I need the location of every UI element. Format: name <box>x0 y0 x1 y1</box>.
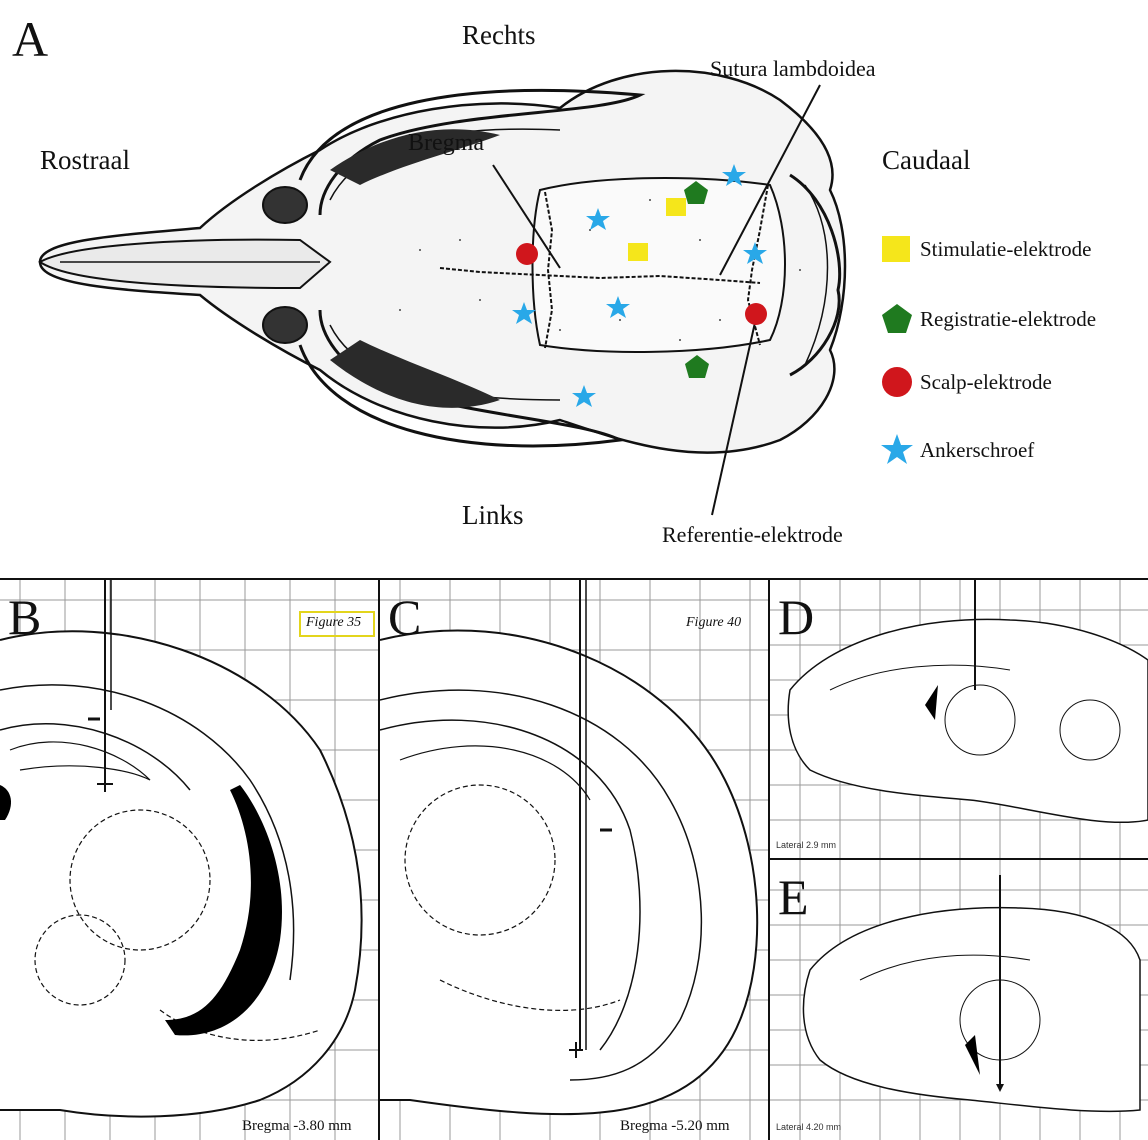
circle-icon <box>880 365 914 399</box>
sagittal-atlas-section-d <box>770 580 1148 858</box>
pentagon-icon <box>880 302 914 336</box>
panel-a: A Rechts Rostraal Caudaal Links Bregma S… <box>0 0 1148 580</box>
brain-outline <box>0 631 362 1116</box>
legend-item-scalp: Scalp-elektrode <box>880 362 1052 402</box>
panel-e: E Lateral 4.20 mm <box>770 860 1148 1140</box>
figure-number: Figure 35 <box>306 615 361 631</box>
sagittal-atlas-section-e <box>770 860 1148 1140</box>
bregma-caption: Bregma -5.20 mm <box>620 1118 730 1135</box>
panel-d-letter: D <box>778 592 814 642</box>
skull-illustration <box>0 0 1148 578</box>
legend-label: Scalp-elektrode <box>920 370 1052 395</box>
brain-outline <box>803 908 1140 1112</box>
legend-item-anchor: Ankerschroef <box>880 430 1034 470</box>
scalp-electrode-marker <box>516 243 538 265</box>
coronal-atlas-section-c <box>380 580 768 1140</box>
label-links: Links <box>462 500 524 531</box>
label-caudaal: Caudaal <box>882 145 970 176</box>
lateral-caption: Lateral 2.9 mm <box>776 840 836 850</box>
panel-b: B Figure 35 Bregma -3.80 mm <box>0 580 380 1140</box>
star-icon <box>880 433 914 467</box>
label-rechts: Rechts <box>462 20 536 51</box>
legend-label: Ankerschroef <box>920 438 1034 463</box>
scalp-electrode-marker <box>745 303 767 325</box>
label-rostraal: Rostraal <box>40 145 130 176</box>
legend-item-registration: Registratie-elektrode <box>880 299 1096 339</box>
label-bregma: Bregma <box>408 130 484 157</box>
figure-number: Figure 40 <box>686 615 741 631</box>
square-icon <box>880 232 914 266</box>
panel-e-letter: E <box>778 872 809 922</box>
coronal-atlas-section-b <box>0 580 378 1140</box>
legend-item-stimulation: Stimulatie-elektrode <box>880 229 1091 269</box>
cranial-vault <box>533 178 786 352</box>
legend-label: Stimulatie-elektrode <box>920 237 1091 262</box>
panel-c-letter: C <box>388 592 421 642</box>
legend-label: Registratie-elektrode <box>920 307 1096 332</box>
panel-a-letter: A <box>12 14 48 64</box>
label-sutura-lambdoidea: Sutura lambdoidea <box>710 56 876 82</box>
brain-outline <box>788 619 1148 822</box>
lateral-caption: Lateral 4.20 mm <box>776 1122 841 1132</box>
brain-outline <box>380 630 757 1114</box>
stimulation-electrode-marker <box>666 198 686 216</box>
panel-b-letter: B <box>8 592 41 642</box>
bregma-caption: Bregma -3.80 mm <box>242 1118 352 1135</box>
stimulation-electrode-marker <box>628 243 648 261</box>
panel-d: D Lateral 2.9 mm <box>770 580 1148 860</box>
panel-c: C Figure 40 Bregma -5.20 mm <box>380 580 770 1140</box>
label-referentie-elektrode: Referentie-elektrode <box>662 522 843 548</box>
